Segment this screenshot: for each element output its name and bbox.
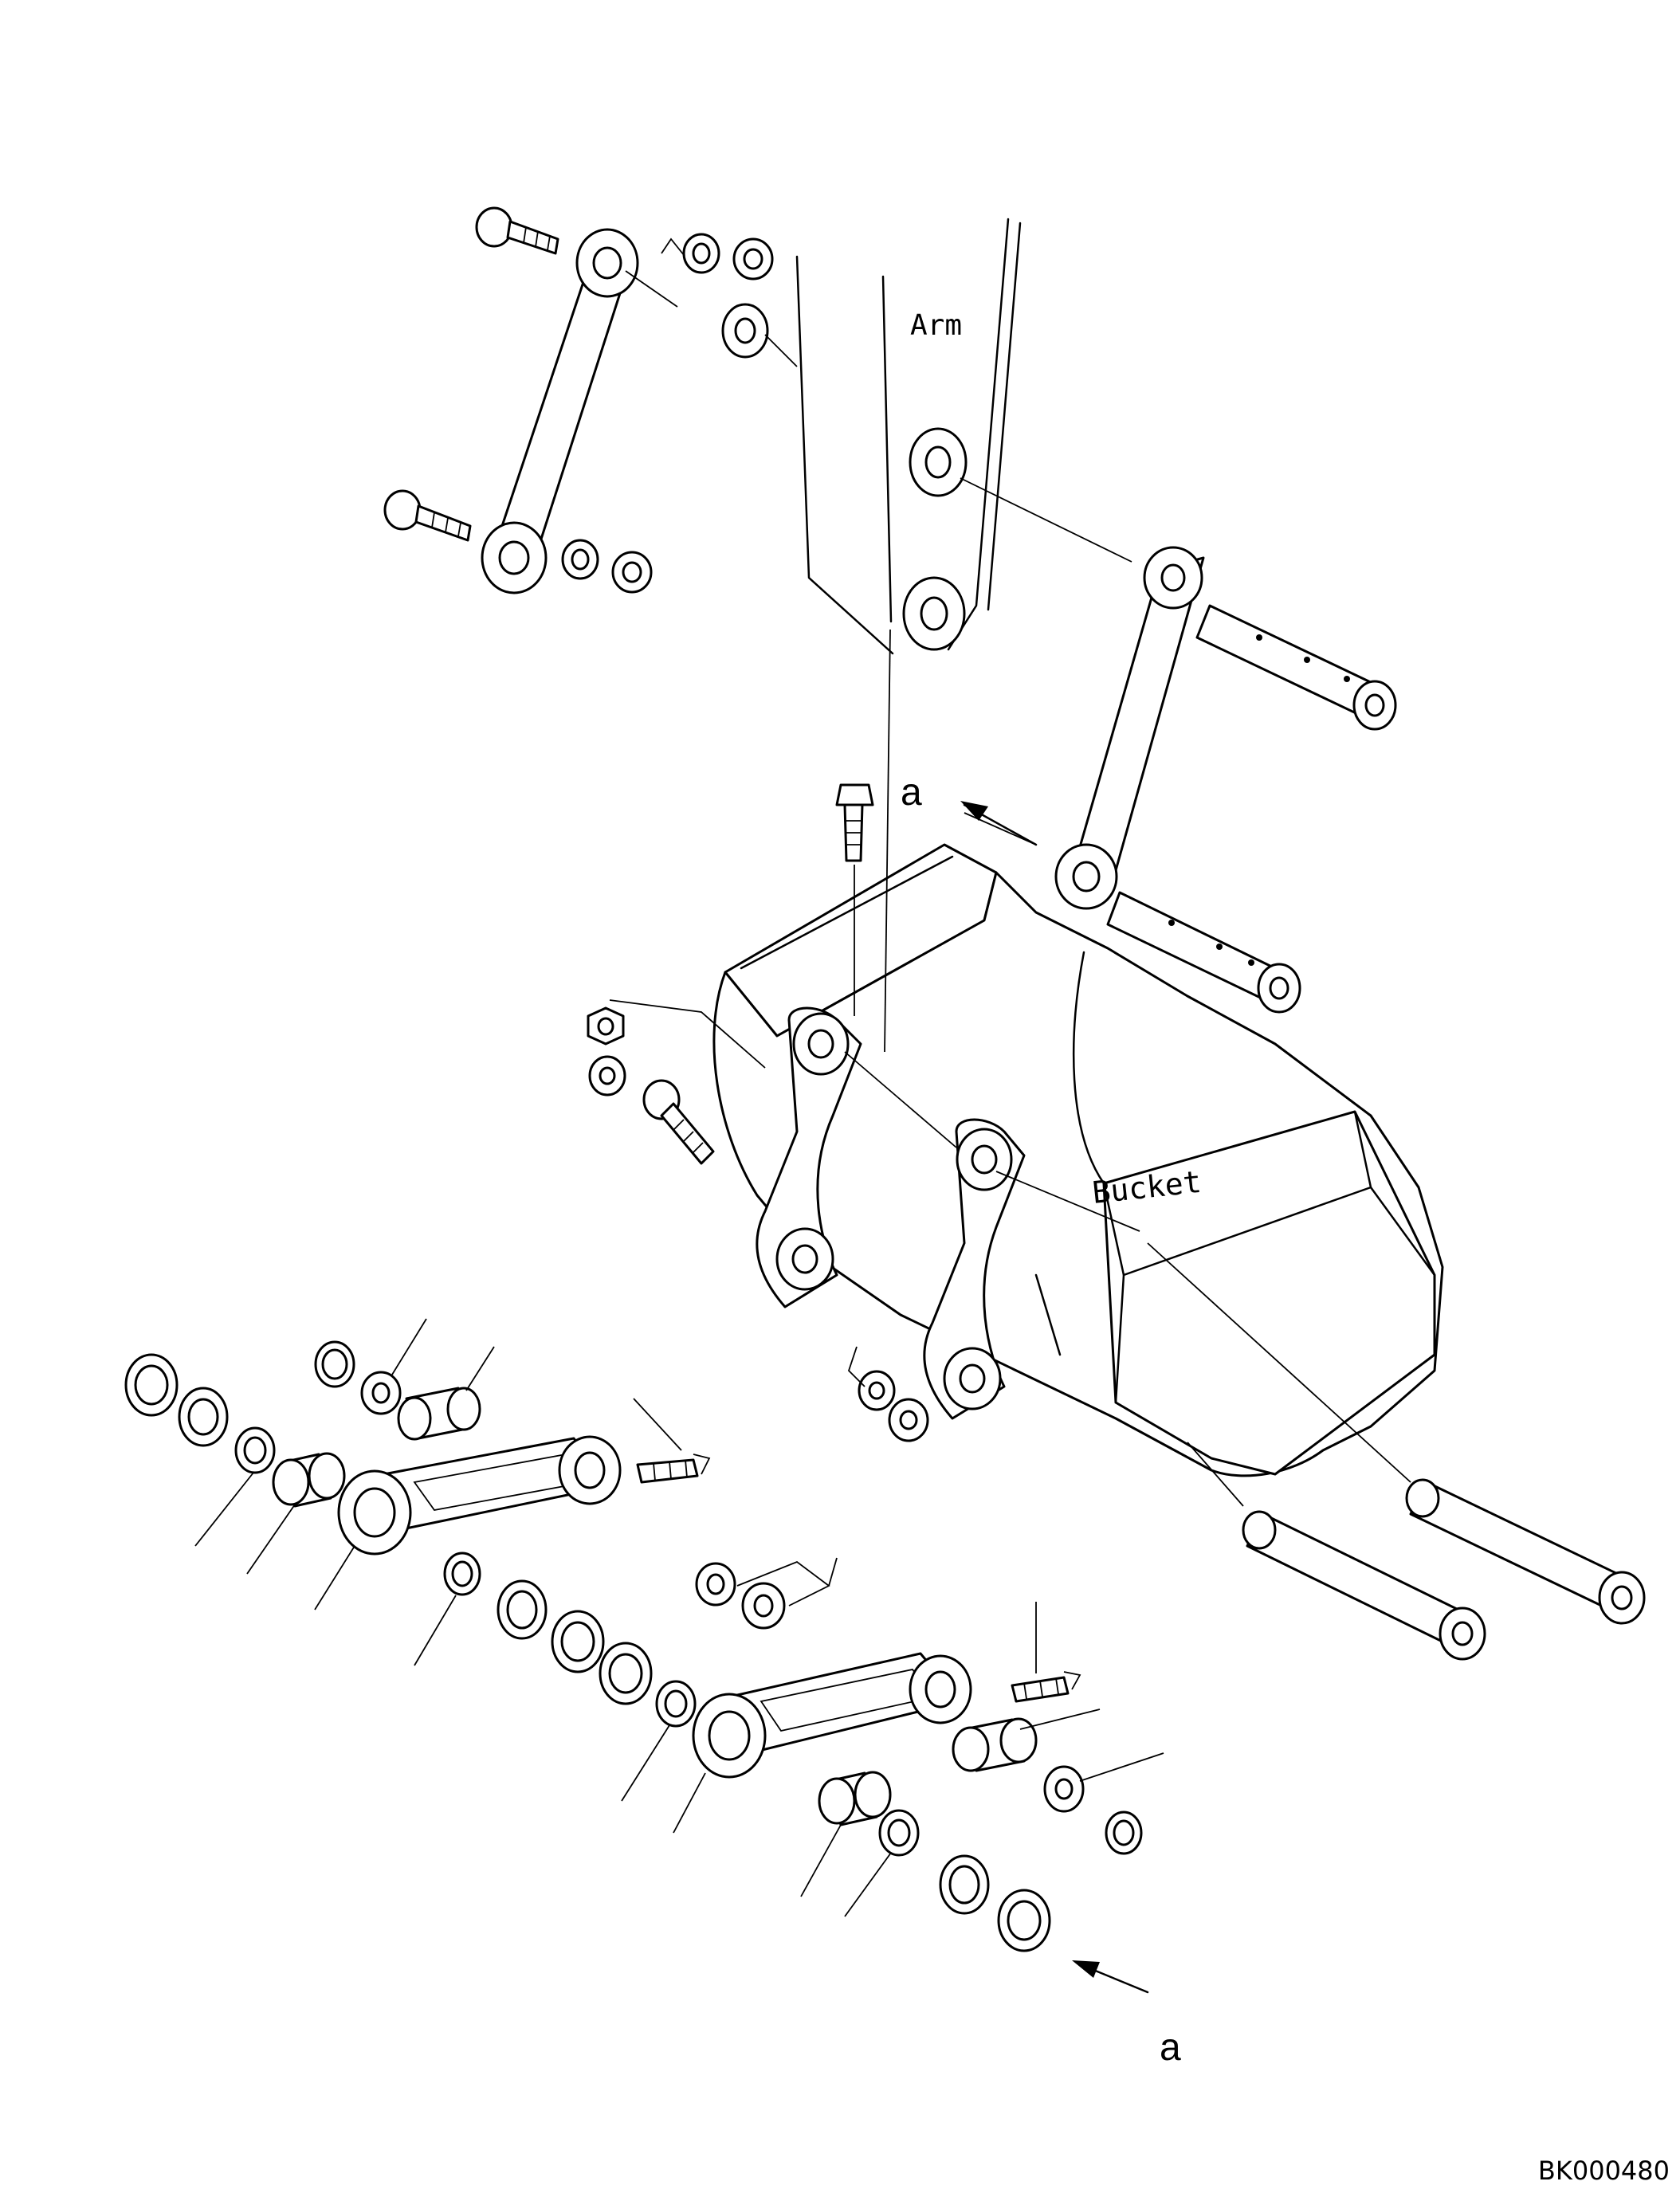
bucket-side-nuts	[587, 999, 766, 1165]
bucket: Bucket	[712, 843, 1444, 1477]
center-nut-pair	[695, 1557, 838, 1630]
arm: Arm	[795, 218, 1022, 655]
nut-lower-2	[611, 551, 653, 594]
h-link-right	[673, 1602, 1081, 1834]
bottom-hardware-stack	[800, 1771, 1051, 1952]
callout-a-bottom-label: a	[1160, 2026, 1181, 2069]
bucket-pin-upper	[1147, 1242, 1646, 1625]
middle-washer-stack	[414, 1552, 697, 1802]
h-link-left	[337, 1398, 711, 1556]
nut-lower-1	[561, 539, 599, 580]
nut-upper-1	[682, 233, 720, 274]
nut-upper-2	[732, 237, 774, 281]
arm-label: Arm	[910, 309, 962, 342]
washer-arm	[721, 303, 769, 359]
left-hardware-stack	[124, 1353, 355, 1610]
callout-a-top: a	[901, 771, 1038, 846]
right-link-assembly	[960, 477, 1397, 1014]
callout-a-bottom: a	[1072, 1960, 1181, 2069]
pin-lower	[1106, 891, 1301, 1014]
drawing-code: BK000480	[1538, 2156, 1670, 2186]
bucket-bottom-nuts	[847, 1346, 929, 1442]
upper-hardware-stack	[314, 1318, 495, 1441]
right-hardware-stack	[952, 1709, 1164, 1855]
bolt-lower	[383, 489, 472, 542]
bolt-upper	[475, 206, 559, 255]
upper-link-assembly	[383, 206, 798, 594]
pin-upper	[1195, 604, 1397, 731]
bucket-top-bolt	[835, 783, 874, 1016]
bucket-pin-lower	[1187, 1442, 1486, 1661]
assembly-line-arm	[884, 629, 891, 1053]
callout-a-top-label: a	[901, 771, 922, 814]
